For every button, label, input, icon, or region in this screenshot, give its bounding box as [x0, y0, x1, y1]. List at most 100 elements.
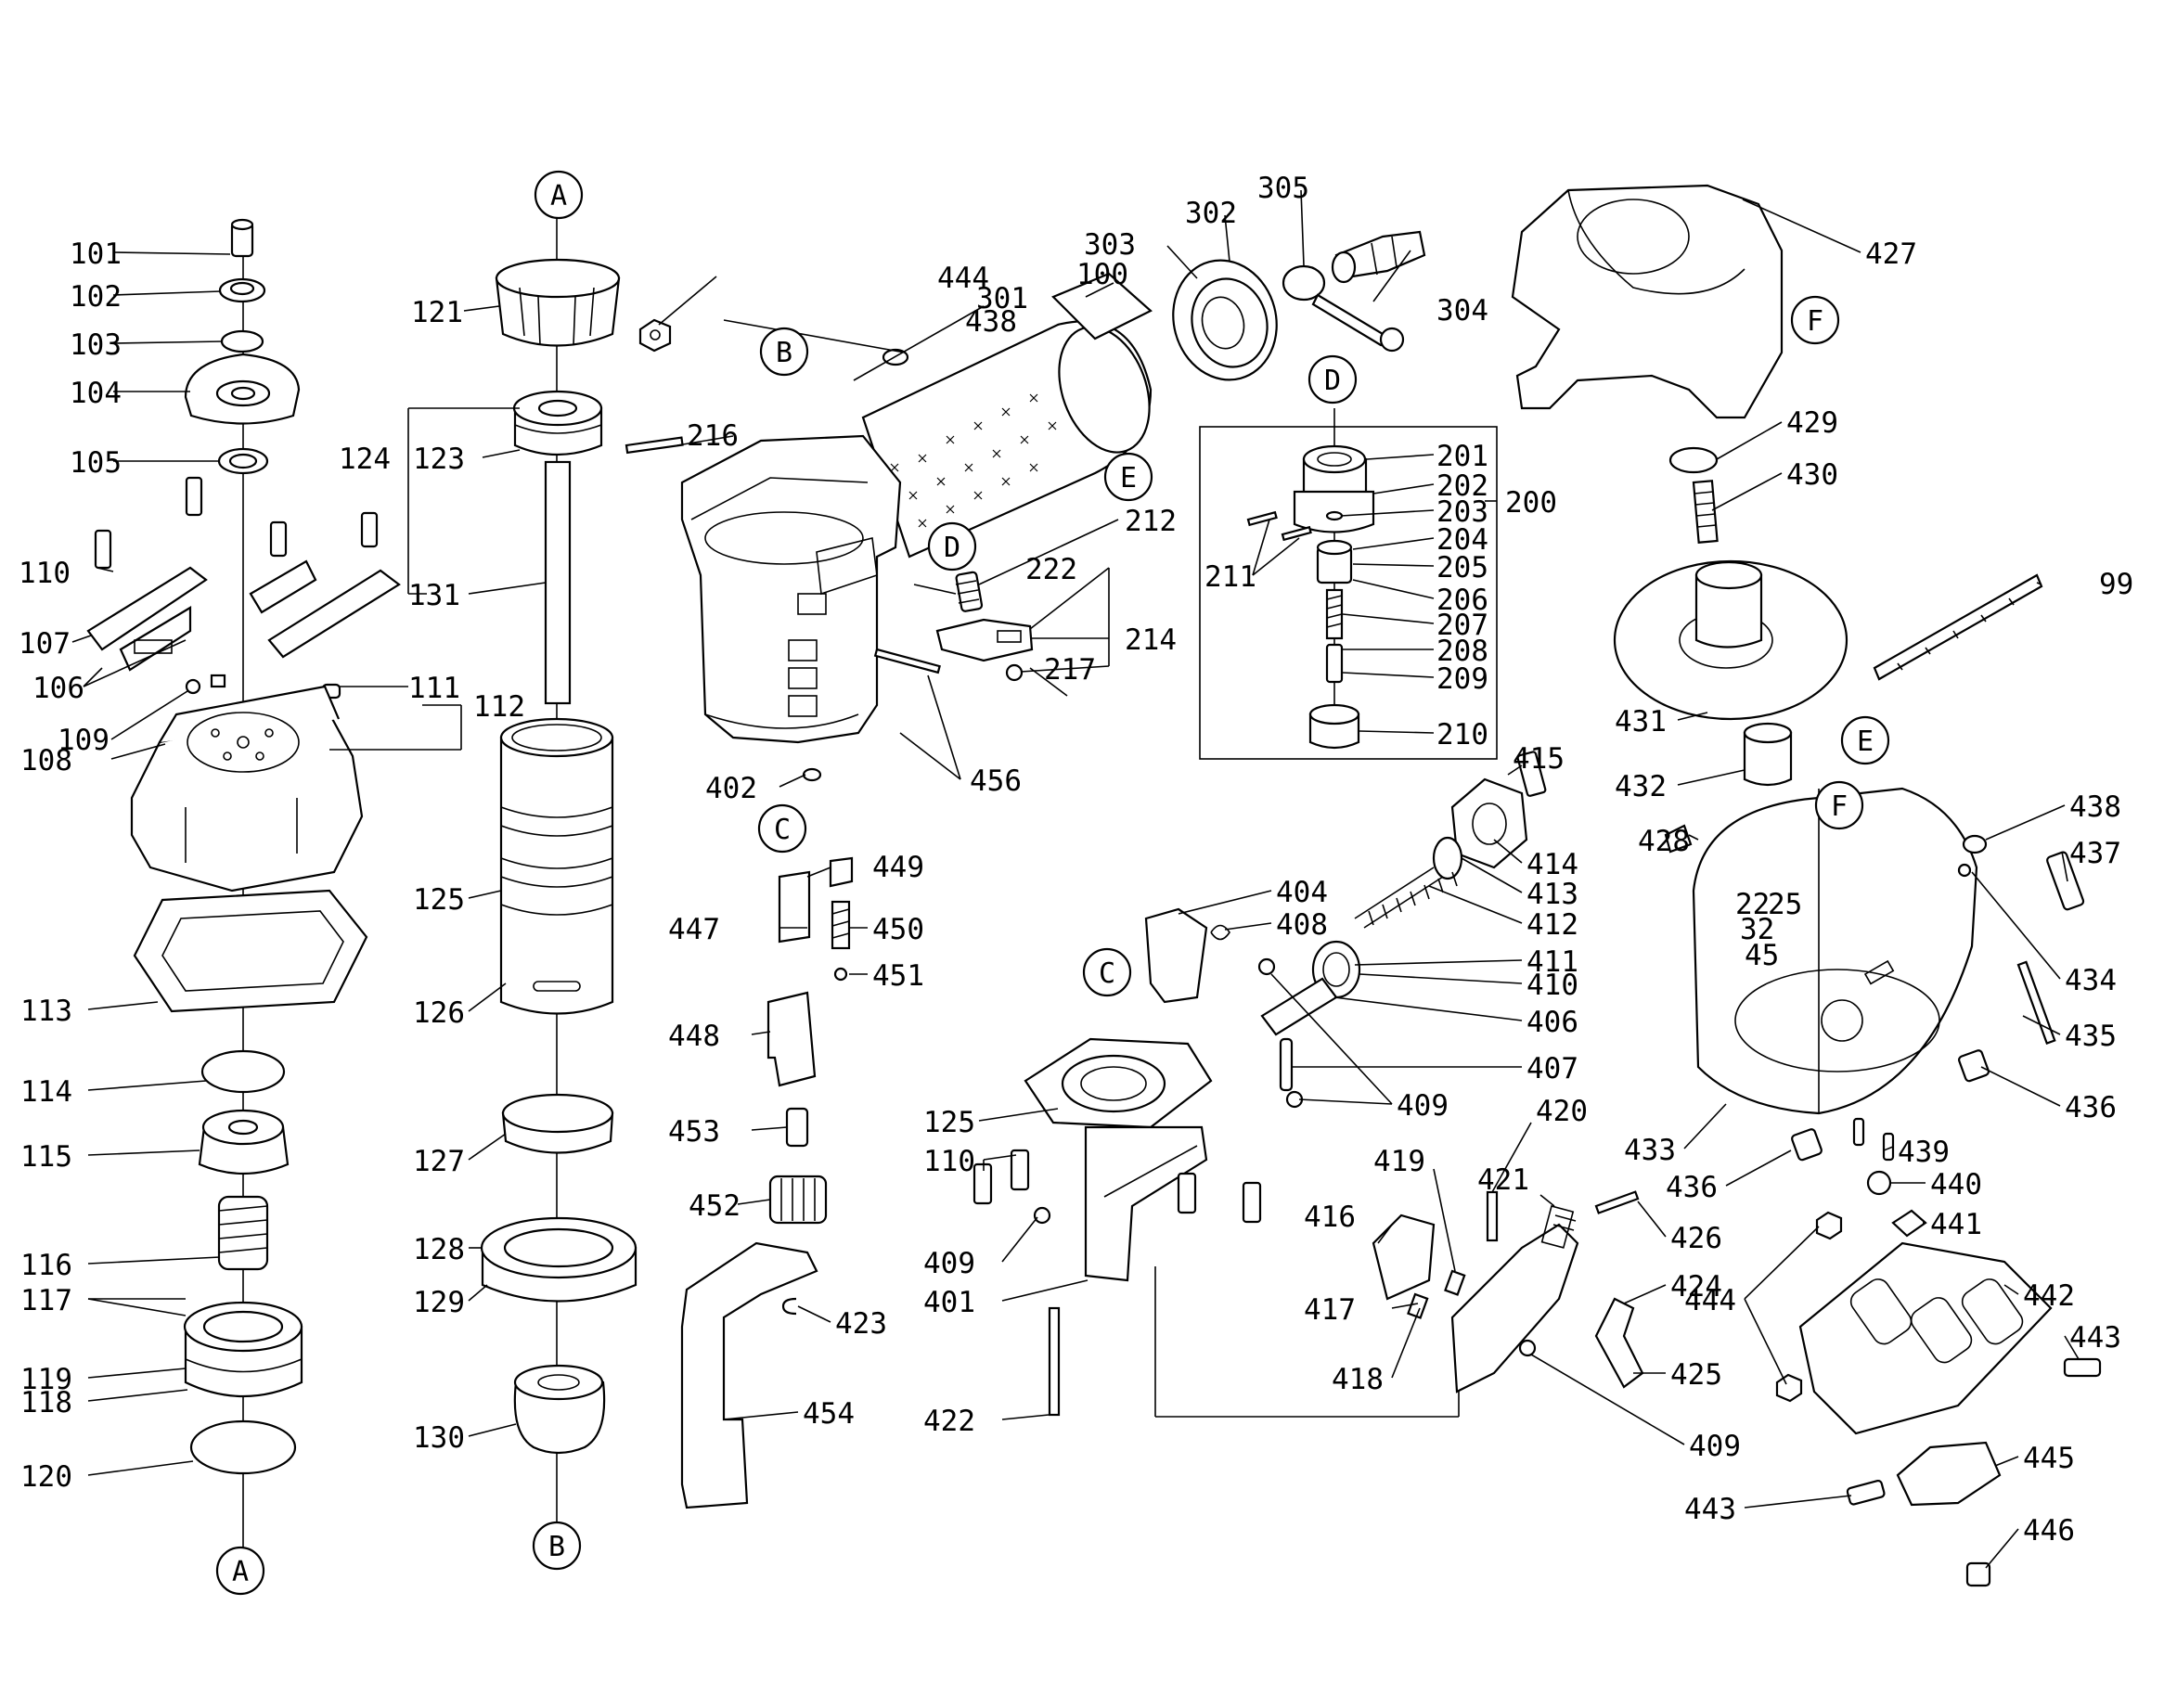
part-101-screw [230, 218, 254, 258]
label-216: 216 [687, 419, 739, 453]
part-409-ball-c [1033, 1206, 1051, 1225]
part-427-cover [1511, 184, 1784, 419]
label-112: 112 [473, 690, 525, 724]
label-438b: 438 [2069, 790, 2121, 824]
label-127: 127 [413, 1145, 465, 1178]
scale-mark-25: 25 [1768, 888, 1802, 921]
part-440-washer [1866, 1170, 1892, 1196]
ref-A-bottom: A [232, 1556, 249, 1588]
part-439-screw [1852, 1117, 1865, 1147]
label-452: 452 [689, 1189, 741, 1223]
label-107: 107 [19, 627, 71, 661]
label-125b: 125 [923, 1106, 975, 1139]
scale-mark-22: 22 [1735, 888, 1770, 921]
label-410: 410 [1526, 969, 1578, 1002]
part-409-ball [1257, 957, 1276, 976]
label-105: 105 [70, 446, 122, 480]
part-444-nut-c [1775, 1373, 1803, 1403]
part-110-screws [94, 476, 379, 570]
label-443: 443 [2069, 1321, 2121, 1355]
label-131: 131 [408, 579, 460, 612]
label-110: 110 [19, 557, 71, 590]
label-439: 439 [1898, 1136, 1950, 1169]
label-441: 441 [1930, 1208, 1982, 1241]
label-415: 415 [1513, 742, 1565, 776]
part-103-oring [220, 329, 264, 353]
label-413: 413 [1526, 878, 1578, 911]
label-448: 448 [668, 1020, 720, 1053]
part-304-fitting [1331, 230, 1426, 284]
label-438: 438 [965, 305, 1017, 339]
label-129: 129 [413, 1286, 465, 1319]
part-211-pin-b [1281, 525, 1312, 542]
label-202: 202 [1436, 469, 1488, 503]
part-207-spring [1325, 588, 1344, 640]
part-214-trigger [935, 618, 1034, 662]
label-109: 109 [58, 724, 109, 757]
ref-F-cover: F [1807, 305, 1823, 338]
part-441-nut [1891, 1209, 1927, 1238]
label-115: 115 [20, 1140, 72, 1174]
part-408-spring [1210, 924, 1230, 941]
inlet-group [1172, 230, 1426, 381]
part-105-washer [217, 447, 269, 475]
label-411: 411 [1526, 945, 1578, 979]
part-115-nut [198, 1109, 290, 1175]
label-117: 117 [20, 1284, 72, 1317]
cap-assembly-group [86, 218, 401, 1549]
part-450-spring [831, 900, 851, 950]
part-431-shelf [1613, 559, 1848, 721]
label-444: 444 [937, 262, 989, 295]
label-434: 434 [2065, 964, 2117, 997]
label-420: 420 [1536, 1095, 1588, 1128]
label-103: 103 [70, 328, 122, 362]
label-424: 424 [1670, 1270, 1722, 1303]
label-222: 222 [1025, 553, 1077, 586]
label-125: 125 [413, 883, 465, 917]
part-436-bushing-b [1791, 1128, 1823, 1162]
label-212: 212 [1125, 505, 1177, 538]
label-104: 104 [70, 377, 122, 410]
label-116: 116 [20, 1249, 72, 1282]
ref-E-magazine: E [1857, 726, 1874, 758]
label-445: 445 [2023, 1442, 2075, 1475]
label-430: 430 [1786, 458, 1838, 492]
ref-D-housing: D [944, 532, 960, 564]
label-302: 302 [1185, 197, 1237, 230]
part-127-ring [501, 1093, 614, 1154]
label-210: 210 [1436, 718, 1488, 751]
part-445-foot [1896, 1441, 2002, 1507]
piston-cylinder-group [407, 213, 638, 1522]
part-114-oring [200, 1049, 286, 1094]
part-104-cap [184, 353, 301, 425]
part-301-handle [861, 320, 1153, 559]
label-119: 119 [20, 1363, 72, 1396]
label-304: 304 [1436, 294, 1488, 327]
part-420-pin [1486, 1190, 1499, 1242]
ref-F-magazine: F [1831, 790, 1848, 823]
label-303: 303 [1084, 228, 1136, 262]
label-301: 301 [976, 282, 1028, 315]
housing-group [625, 272, 1153, 782]
part-456-pin [873, 648, 941, 674]
part-109-spring [210, 674, 226, 688]
part-436-bushing [1958, 1049, 1990, 1083]
part-125-cylinder [499, 717, 614, 1015]
valve-assembly-frame [1199, 426, 1498, 760]
label-427: 427 [1865, 238, 1917, 271]
part-412-spring [1354, 867, 1458, 929]
label-204: 204 [1436, 523, 1488, 557]
part-110-screws-b [973, 1149, 1262, 1224]
label-409: 409 [1397, 1089, 1449, 1123]
ref-C-housing: C [774, 814, 791, 846]
magazine-group: 22 25 32 45 [1511, 184, 2102, 1587]
label-450: 450 [872, 913, 924, 946]
part-430-spring [1692, 480, 1719, 544]
label-436b: 436 [1666, 1171, 1718, 1204]
part-121-cage [495, 258, 621, 347]
label-447: 447 [668, 913, 720, 946]
part-120-oring [189, 1419, 297, 1475]
nose-group [680, 751, 1644, 1509]
